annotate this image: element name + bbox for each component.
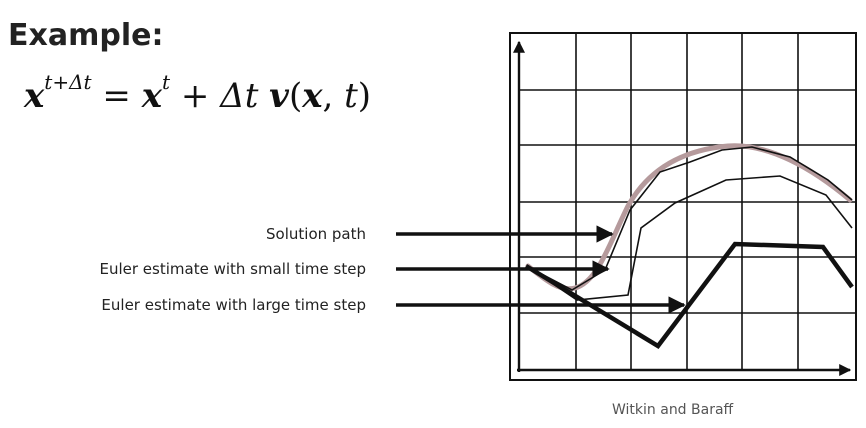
example-heading: Example:	[8, 18, 164, 53]
euler-update-equation: xt+Δt = xt + Δt v(x, t)	[24, 70, 372, 116]
eq-plus: +	[180, 76, 210, 116]
label-euler-large-step: Euler estimate with large time step	[101, 296, 366, 314]
label-solution-path: Solution path	[266, 225, 366, 243]
eq-equals: =	[102, 76, 131, 116]
plot-grid	[519, 33, 856, 370]
eq-paren-close: )	[357, 76, 372, 116]
eq-comma: ,	[322, 76, 345, 116]
eq-lhs-superscript: t+Δt	[44, 70, 92, 94]
plot-frame	[509, 32, 857, 381]
eq-arg-x: x	[302, 76, 323, 116]
eq-velocity-func: v	[269, 76, 289, 116]
eq-rhs-var: x	[141, 76, 162, 116]
eq-arg-t: t	[344, 76, 358, 116]
euler-small-step-line-2	[527, 175, 853, 301]
euler-large-step-line	[524, 241, 854, 349]
eq-lhs-var: x	[24, 76, 45, 116]
eq-paren-open: (	[288, 76, 303, 116]
label-euler-small-step: Euler estimate with small time step	[99, 260, 366, 278]
eq-time-step: Δt	[220, 76, 259, 116]
eq-rhs-superscript: t	[161, 70, 171, 94]
credit-caption: Witkin and Baraff	[612, 402, 734, 418]
